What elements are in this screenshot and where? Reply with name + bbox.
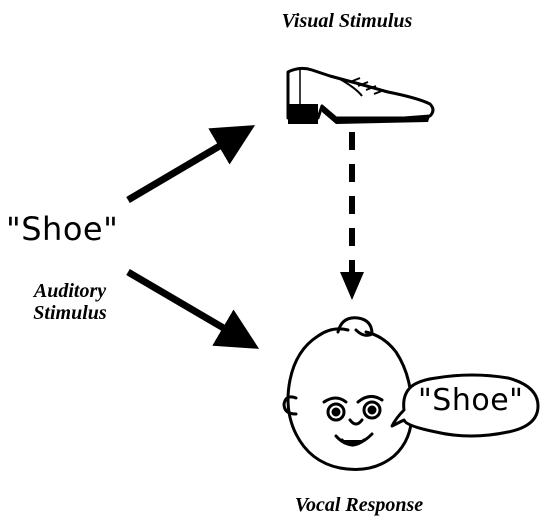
vocal-response-label: Vocal Response [0,494,546,516]
baby-face-icon [284,318,412,470]
auditory-stimulus-line2: Stimulus [10,302,130,324]
arrow-to-vocal-response [128,272,244,340]
dashed-arrow-to-vocal-response [340,132,364,300]
vocal-response-text: Vocal Response [295,494,423,516]
arrow-to-visual-stimulus [128,134,240,200]
shoe-icon [288,68,433,124]
spoken-word-label: "Shoe" [6,212,118,247]
auditory-stimulus-label: Auditory Stimulus [10,280,130,324]
visual-stimulus-label: Visual Stimulus [0,10,546,32]
speech-bubble-text: "Shoe" [418,384,523,417]
visual-stimulus-text: Visual Stimulus [282,10,413,32]
auditory-stimulus-line1: Auditory [10,280,130,302]
